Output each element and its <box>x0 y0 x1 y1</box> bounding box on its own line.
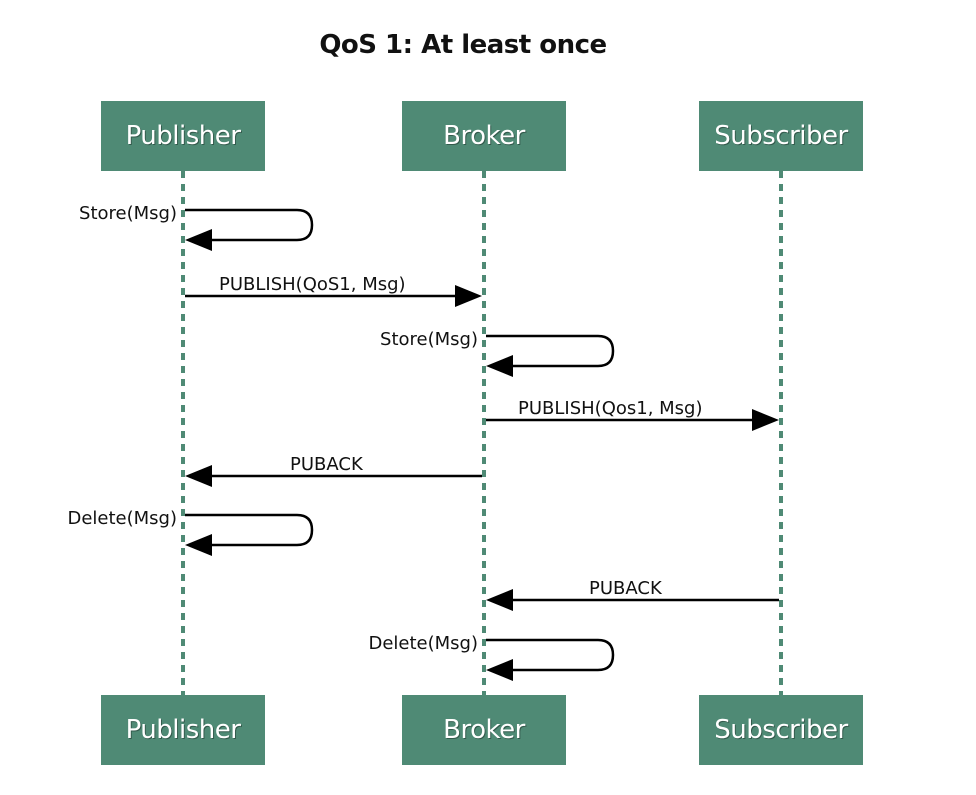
arrowhead <box>486 355 513 377</box>
message-arrow-store-broker <box>486 334 615 368</box>
message-label: Store(Msg) <box>79 203 177 224</box>
actor-publisher-top: Publisher <box>101 101 265 171</box>
arrowhead <box>486 659 513 681</box>
message-arrow-delete-broker <box>486 638 615 672</box>
arrowhead <box>185 534 212 556</box>
message-arrow-store-publisher <box>185 208 314 242</box>
message-arrow-delete-publisher <box>185 513 314 547</box>
message-label: Delete(Msg) <box>368 633 478 654</box>
message-label: PUBACK <box>290 454 364 475</box>
message-label: Delete(Msg) <box>67 508 177 529</box>
arrowhead <box>455 285 482 307</box>
actor-subscriber-top: Subscriber <box>699 101 863 171</box>
message-label: Store(Msg) <box>380 329 478 350</box>
arrowhead <box>185 229 212 251</box>
message-label: PUBLISH(QoS1, Msg) <box>219 274 406 295</box>
arrowhead <box>185 465 212 487</box>
actor-subscriber-bottom: Subscriber <box>699 695 863 765</box>
actor-broker-top: Broker <box>402 101 566 171</box>
actor-broker-bottom: Broker <box>402 695 566 765</box>
message-label: PUBLISH(Qos1, Msg) <box>518 398 703 419</box>
arrowhead <box>752 409 779 431</box>
diagram-title: QoS 1: At least once <box>319 30 607 60</box>
message-label: PUBACK <box>589 578 663 599</box>
actor-publisher-bottom: Publisher <box>101 695 265 765</box>
arrowhead <box>486 589 513 611</box>
